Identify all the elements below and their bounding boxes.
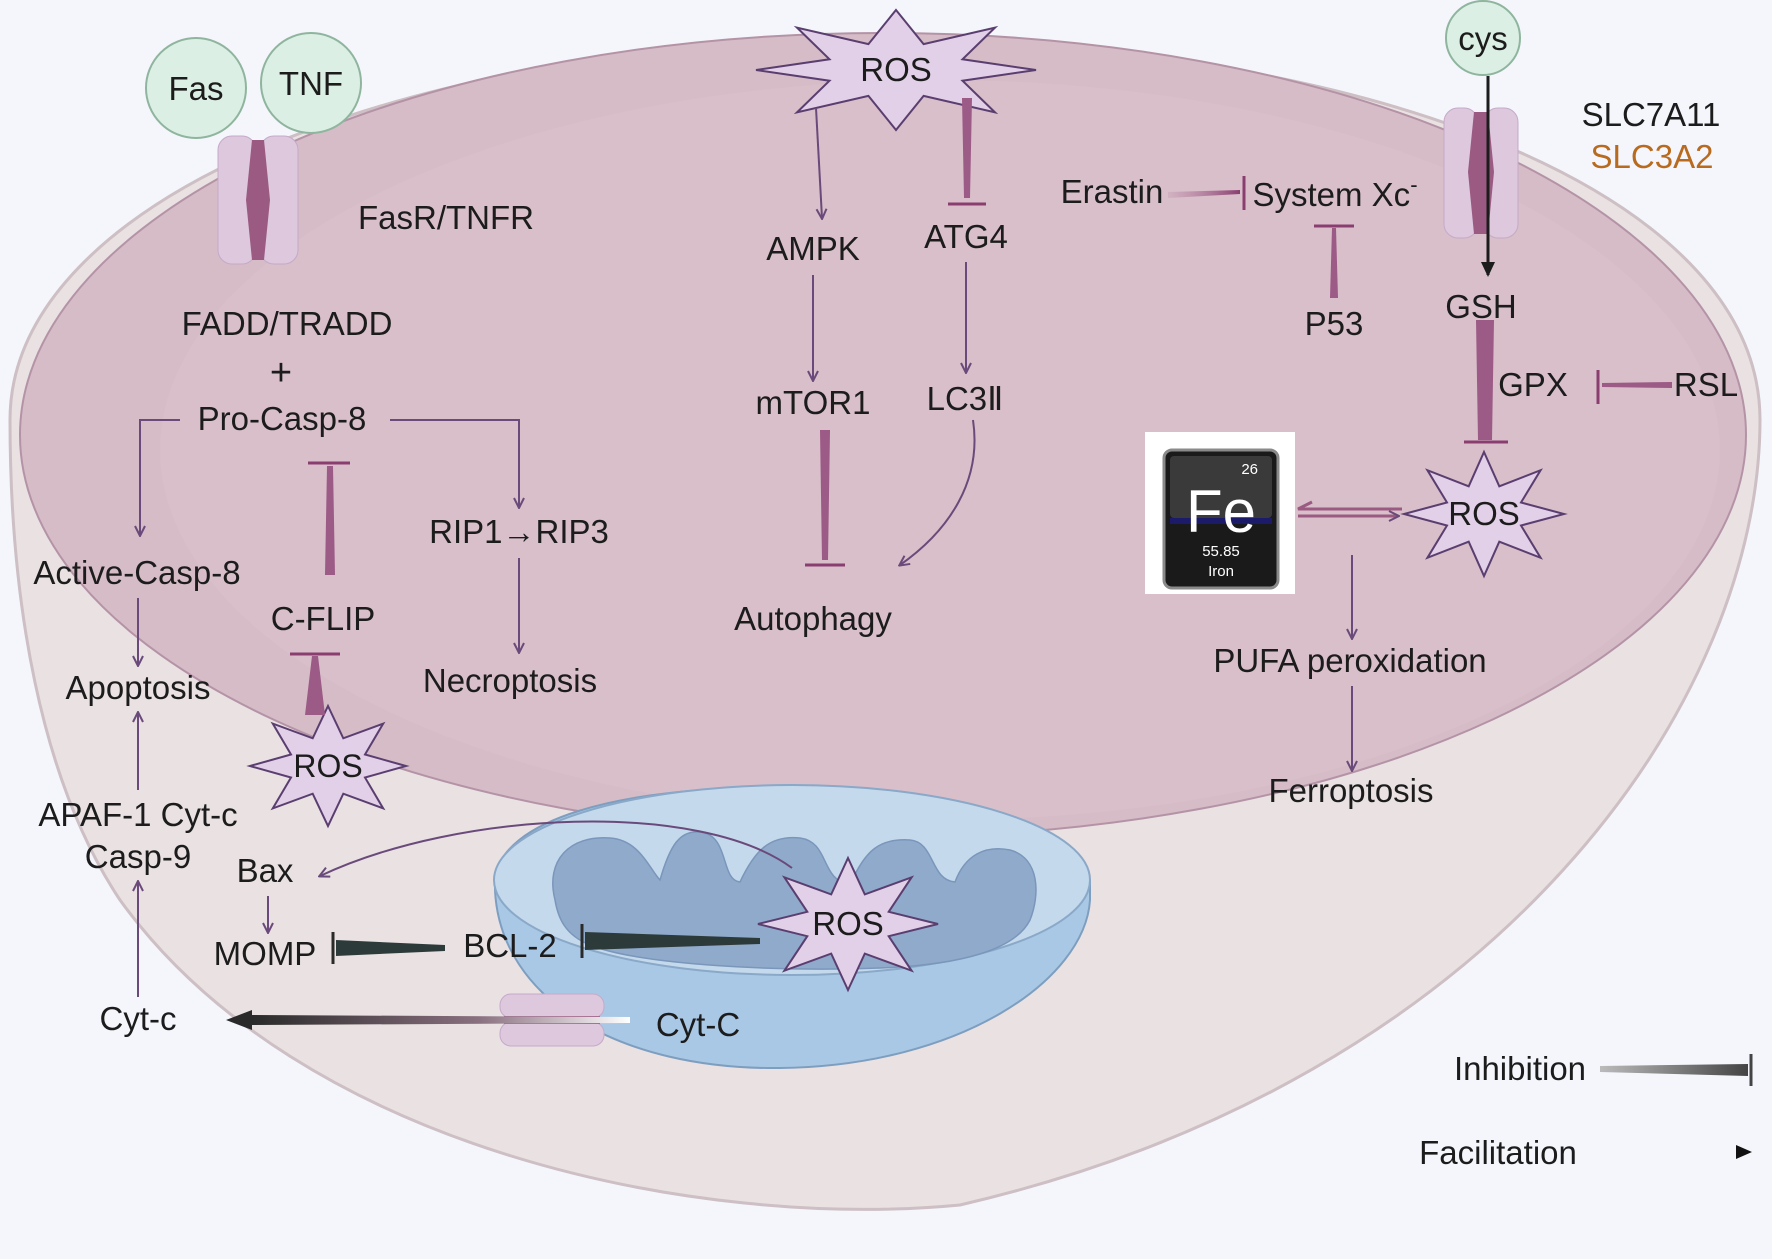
inh-ros-atg4 (962, 98, 972, 198)
inh-gsh-ros (1476, 320, 1494, 440)
lc3-label: LC3Ⅱ (927, 380, 1004, 417)
ros-star-left: ROS (246, 703, 410, 829)
ros-star-shape (1400, 449, 1568, 579)
iron-mass: 55.85 (1202, 543, 1240, 560)
iron-element-tile: 26 Fe 55.85 Iron (1145, 432, 1295, 594)
c-flip-label: C-FLIP (271, 600, 376, 637)
casp9-label: Casp-9 (85, 838, 191, 875)
ros-star-shape (246, 703, 410, 829)
cytoplasm-inner (160, 80, 1720, 820)
system-xc-text: System Xc (1252, 176, 1410, 213)
ros-label: ROS (1448, 495, 1520, 532)
inhibition-arrows (290, 98, 1672, 964)
ros-label: ROS (860, 51, 932, 88)
fasr-tnfr-label: FasR/TNFR (358, 199, 534, 236)
erastin-label: Erastin (1061, 173, 1164, 210)
ros-star-mito: ROS (757, 855, 939, 993)
ros-star-ferro: ROS (1400, 449, 1568, 579)
active-casp8-label: Active-Casp-8 (33, 554, 240, 591)
gsh-label: GSH (1445, 288, 1517, 325)
inh-erastin-xc (1168, 190, 1240, 198)
arrow-procasp8-active (140, 419, 180, 535)
fe-ros-head (1297, 500, 1313, 511)
legend-inhibition-line (1600, 1064, 1748, 1076)
iron-name: Iron (1208, 563, 1234, 580)
necroptosis-label: Necroptosis (423, 662, 597, 699)
tnf-ligand: TNF (260, 32, 362, 134)
system-xc-label: System Xc- (1252, 172, 1417, 213)
cytc-out-label: Cyt-c (100, 1000, 177, 1037)
ros-label: ROS (812, 905, 884, 942)
ros-star-top: ROS (755, 8, 1037, 132)
inh-cflip-procasp8 (325, 466, 335, 575)
fasr-tnfr-receptor (217, 135, 299, 265)
fas-ligand: Fas (145, 37, 247, 139)
ros-star-shape (757, 855, 939, 993)
cys-ligand: cys (1445, 0, 1521, 76)
legend: Inhibition Facilitation (1419, 1050, 1753, 1171)
arrow-procasp8-rip (390, 419, 519, 507)
plus-sign: + (270, 352, 292, 394)
fas-label: Fas (168, 70, 223, 107)
pufa-label: PUFA peroxidation (1213, 642, 1486, 679)
cell (8, 32, 1762, 1211)
cys-label: cys (1458, 20, 1508, 57)
inh-mtor-autophagy (820, 430, 830, 560)
arrow-cytc-release-head (226, 1010, 252, 1030)
mtor1-label: mTOR1 (756, 384, 871, 421)
slc3a2-label: SLC3A2 (1591, 138, 1714, 175)
cytc-mito-label: Cyt-C (656, 1006, 740, 1043)
momp-label: MOMP (214, 935, 317, 972)
inh-p53-xc (1330, 228, 1338, 298)
apoptosis-label: Apoptosis (66, 669, 211, 706)
gpx-label: GPX (1498, 366, 1568, 403)
arrow-ros-ampk (815, 107, 822, 218)
ros-label: ROS (293, 748, 362, 784)
arrow-ros-bax (320, 820, 793, 876)
mito-channel (499, 993, 605, 1047)
ampk-label: AMPK (766, 230, 860, 267)
slc7a11-label: SLC7A11 (1582, 96, 1721, 133)
pro-casp8-label: Pro-Casp-8 (198, 400, 367, 437)
bcl2-label: BCL-2 (463, 927, 557, 964)
slc7a11-transporter (1443, 107, 1519, 239)
arrow-cytc-release (252, 1015, 630, 1025)
iron-symbol: Fe (1186, 478, 1256, 545)
rip-label: RIP1→RIP3 (429, 513, 609, 550)
ferroptosis-label: Ferroptosis (1268, 772, 1433, 809)
tnf-label: TNF (279, 65, 343, 102)
inh-bcl2-momp (336, 940, 445, 956)
inh-ros-bcl2 (585, 932, 760, 950)
legend-inhibition-label: Inhibition (1454, 1050, 1586, 1087)
atg4-label: ATG4 (924, 218, 1008, 255)
p53-label: P53 (1305, 305, 1364, 342)
iron-atomic-number: 26 (1241, 461, 1258, 478)
rsl-label: RSL (1674, 366, 1738, 403)
bax-label: Bax (237, 852, 294, 889)
fadd-tradd-label: FADD/TRADD (182, 305, 393, 342)
legend-facilitation-label: Facilitation (1419, 1134, 1577, 1171)
system-xc-sup: - (1410, 172, 1417, 197)
inh-rsl-gpx (1602, 382, 1672, 388)
autophagy-label: Autophagy (734, 600, 892, 637)
inh-ros-cflip (305, 656, 325, 715)
arrow-lc3-autophagy (900, 419, 976, 565)
facilitation-arrows (138, 107, 1402, 997)
legend-facilitation-head (1736, 1145, 1752, 1159)
apaf1-cytc-label: APAF-1 Cyt-c (38, 796, 237, 833)
